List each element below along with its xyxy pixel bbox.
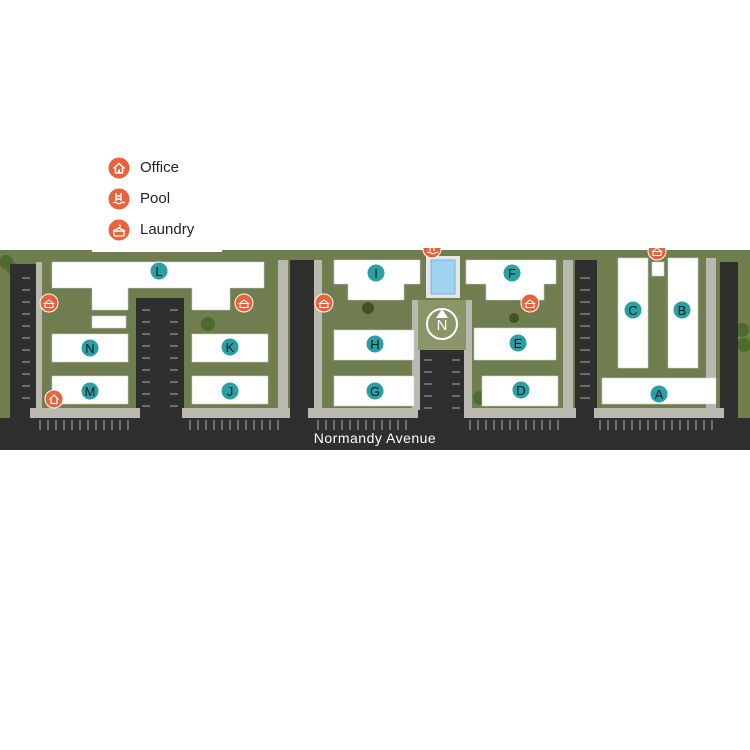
north-label: N: [437, 317, 448, 334]
badge-N-label: N: [85, 341, 94, 356]
site-map: N A B C D E F G H I J K L M N: [0, 248, 750, 450]
laundry-icon: [108, 219, 130, 240]
sidewalks: [30, 258, 724, 418]
building-badges: A B C D E F G H I J K L M N: [80, 261, 692, 404]
badge-J-label: J: [227, 384, 234, 399]
laundry-marker-icon[interactable]: [647, 248, 667, 261]
legend-label-laundry: Laundry: [140, 221, 195, 238]
badge-E[interactable]: E: [508, 333, 528, 353]
badge-N[interactable]: N: [80, 338, 100, 358]
badge-D-label: D: [516, 383, 525, 398]
badge-L-label: L: [155, 264, 162, 279]
amenity-markers: [39, 248, 667, 409]
badge-K-label: K: [226, 340, 235, 355]
laundry-marker-icon[interactable]: [314, 293, 334, 313]
laundry-marker-icon[interactable]: [39, 293, 59, 313]
badge-I-label: I: [374, 266, 378, 281]
badge-E-label: E: [514, 336, 523, 351]
legend-label-office: Office: [140, 159, 179, 176]
laundry-marker-icon[interactable]: [520, 293, 540, 313]
laundry-marker-icon[interactable]: [234, 293, 254, 313]
office-marker-icon[interactable]: [44, 389, 64, 409]
building-L-annex: [91, 315, 127, 329]
pool-marker-icon[interactable]: [422, 248, 442, 259]
legend-item-pool: Pool: [108, 183, 194, 214]
badge-J[interactable]: J: [220, 381, 240, 401]
map-top-notch: [92, 248, 222, 252]
map-legend: Office Pool Laundry: [108, 152, 194, 245]
badge-H-label: H: [370, 337, 379, 352]
building-L: [51, 261, 265, 311]
badge-D[interactable]: D: [511, 380, 531, 400]
badge-I[interactable]: I: [366, 263, 386, 283]
pool: [426, 256, 460, 298]
legend-label-pool: Pool: [140, 190, 171, 207]
tree-cluster: [0, 255, 750, 405]
badge-A-label: A: [655, 387, 664, 402]
buildings: [51, 257, 717, 407]
badge-G[interactable]: G: [365, 381, 385, 401]
badge-A[interactable]: A: [649, 384, 669, 404]
badge-G-label: G: [370, 384, 380, 399]
north-compass-icon: N: [426, 308, 458, 340]
badge-C[interactable]: C: [623, 300, 643, 320]
badge-H[interactable]: H: [365, 334, 385, 354]
laundry-building: [651, 261, 665, 277]
legend-item-office: Office: [108, 152, 194, 183]
badge-B[interactable]: B: [672, 300, 692, 320]
badge-F-label: F: [508, 266, 516, 281]
badge-L[interactable]: L: [149, 261, 169, 281]
badge-M[interactable]: M: [80, 381, 100, 401]
pool-icon: [108, 188, 130, 209]
office-icon: [108, 157, 130, 178]
badge-B-label: B: [678, 303, 687, 318]
parking-stripes: [22, 277, 713, 430]
badge-M-label: M: [85, 384, 96, 399]
badge-F[interactable]: F: [502, 263, 522, 283]
badge-C-label: C: [628, 303, 637, 318]
badge-K[interactable]: K: [220, 337, 240, 357]
legend-item-laundry: Laundry: [108, 214, 194, 245]
